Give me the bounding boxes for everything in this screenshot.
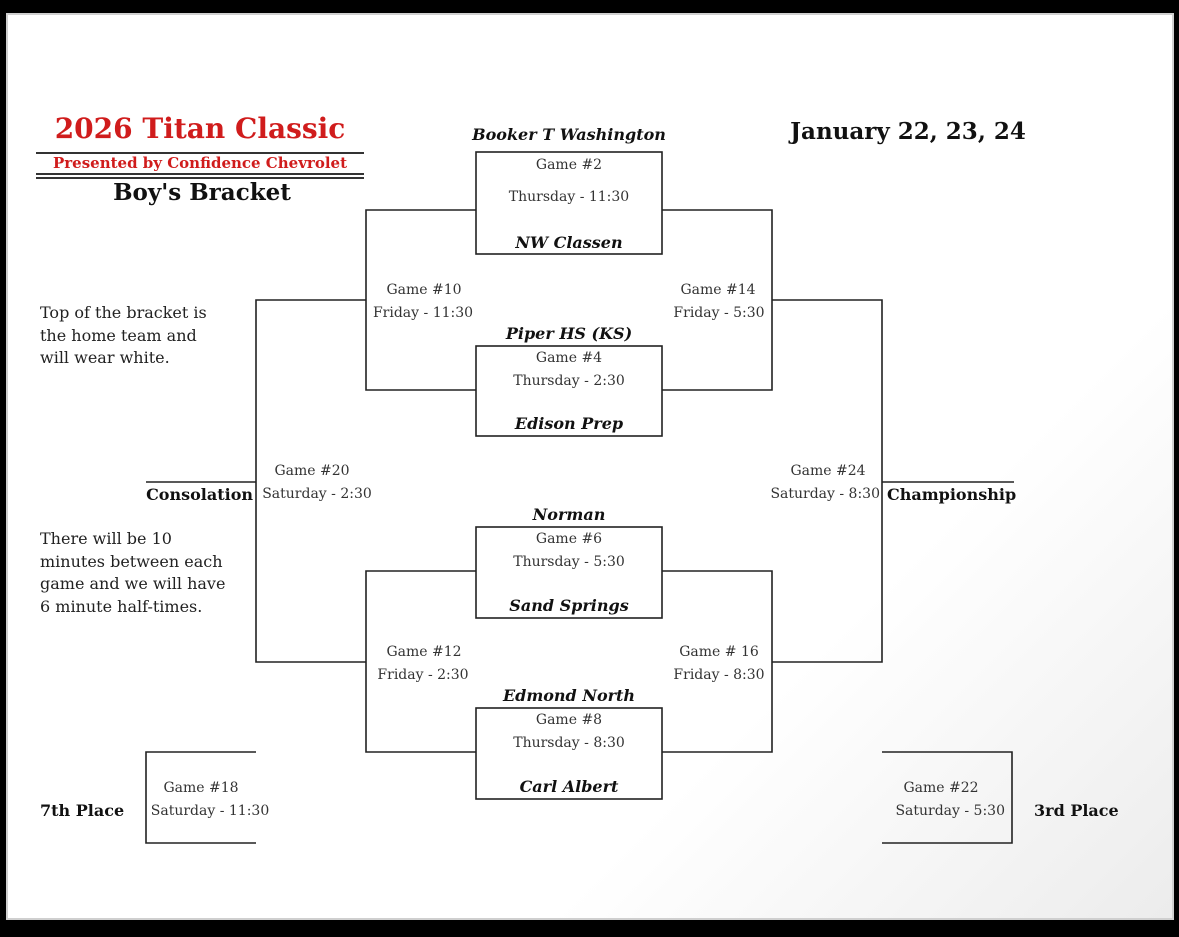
game-2-box [475, 151, 663, 255]
team-nw-classen: NW Classen [515, 233, 623, 252]
game-10-label: Game #10 [386, 282, 462, 298]
championship-label: Championship [887, 485, 1017, 504]
team-booker-t-washington: Booker T Washington [472, 125, 666, 144]
game-4-label: Game #4 [535, 350, 603, 366]
game-20-connector [255, 299, 366, 663]
game-6-time: Thursday - 5:30 [513, 554, 625, 570]
team-carl-albert: Carl Albert [519, 777, 619, 796]
game-14-connector [662, 209, 773, 391]
game-18-time: Saturday - 11:30 [150, 803, 270, 819]
game-22-time: Saturday - 5:30 [895, 803, 1005, 819]
game-22-connector [882, 751, 1013, 844]
game-4-box [475, 345, 663, 437]
game-12-time: Friday - 2:30 [377, 667, 469, 683]
game-4-time: Thursday - 2:30 [513, 373, 625, 389]
game-8-label: Game #8 [535, 712, 603, 728]
team-edmond-north: Edmond North [502, 686, 636, 705]
consolation-label: Consolation [146, 485, 253, 504]
game-8-time: Thursday - 8:30 [513, 735, 625, 751]
game-10-time: Friday - 11:30 [372, 305, 474, 321]
title-rule-mid [36, 173, 364, 175]
game-12-connector [365, 570, 476, 753]
timing-note: There will be 10 minutes between each ga… [40, 529, 226, 616]
team-sand-springs: Sand Springs [509, 596, 629, 615]
game-14-label: Game #14 [680, 282, 756, 298]
game-6-box [475, 526, 663, 619]
game-2-label: Game #2 [535, 157, 603, 173]
team-edison-prep: Edison Prep [514, 414, 624, 433]
game-24-connector [772, 299, 883, 663]
game-16-connector [662, 570, 773, 753]
bracket-lines [145, 151, 1014, 844]
game-10-connector [365, 209, 476, 391]
tournament-dates: January 22, 23, 24 [790, 118, 1026, 145]
team-piper-hs: Piper HS (KS) [505, 324, 633, 343]
third-place-label: 3rd Place [1034, 801, 1119, 820]
team-norman: Norman [532, 505, 606, 524]
game-24-time: Saturday - 8:30 [770, 486, 880, 502]
game-16-time: Friday - 8:30 [673, 667, 765, 683]
game-22-label: Game #22 [903, 780, 979, 796]
bracket-name: Boy's Bracket [113, 179, 291, 206]
game-24-label: Game #24 [790, 463, 866, 479]
game-20-label: Game #20 [274, 463, 350, 479]
tournament-title: 2026 Titan Classic [54, 112, 346, 145]
game-16-label: Game # 16 [679, 644, 759, 660]
game-18-connector [145, 751, 256, 844]
game-20-time: Saturday - 2:30 [262, 486, 372, 502]
game-18-label: Game #18 [163, 780, 239, 796]
bracket-sheet: 2026 Titan Classic Presented by Confiden… [6, 13, 1174, 920]
seventh-place-label: 7th Place [40, 801, 125, 820]
game-8-box [475, 707, 663, 800]
game-6-label: Game #6 [535, 531, 603, 547]
title-rule-bottom [36, 177, 364, 179]
game-12-label: Game #12 [386, 644, 462, 660]
title-rule-top [36, 152, 364, 154]
home-team-note: Top of the bracket is the home team and … [40, 303, 207, 367]
game-2-time: Thursday - 11:30 [508, 189, 630, 205]
game-14-time: Friday - 5:30 [673, 305, 765, 321]
sponsor-text: Presented by Confidence Chevrolet [52, 154, 348, 172]
